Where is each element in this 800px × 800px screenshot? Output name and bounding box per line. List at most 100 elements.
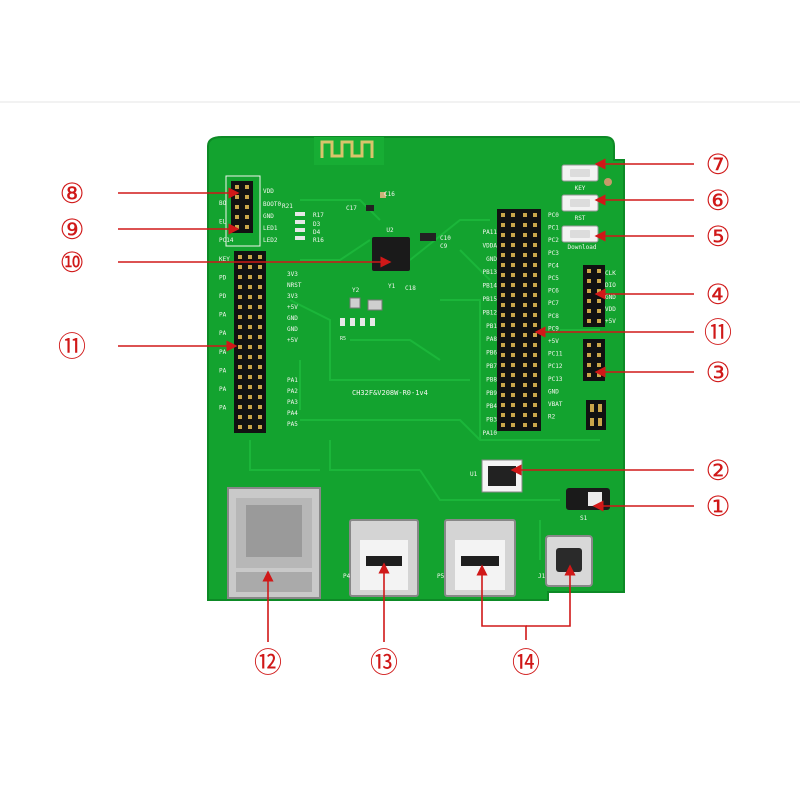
right-header-pin <box>511 233 515 237</box>
right-header-pin <box>501 383 505 387</box>
right-header-pin <box>511 383 515 387</box>
right-b-label: PC8 <box>548 313 559 320</box>
left-header-pin <box>248 385 252 389</box>
left-mid-label: +5V <box>287 337 298 344</box>
left-header-pin <box>258 295 262 299</box>
label-c10: C10 <box>440 235 451 242</box>
left-header-pin <box>258 395 262 399</box>
left-header-pin <box>258 365 262 369</box>
button-rst <box>561 194 599 212</box>
right-a-label: PB1 <box>486 323 497 330</box>
pcb-traces <box>249 199 600 560</box>
left-header-pin <box>238 375 242 379</box>
silk-s1: S1 <box>580 515 588 522</box>
right-a-label: PA10 <box>483 430 498 437</box>
right-b-label: PC7 <box>548 300 559 307</box>
right-a-label: PB4 <box>486 403 497 410</box>
right-header-pin <box>511 293 515 297</box>
right-header-pin <box>501 243 505 247</box>
left-edge-label: PA <box>219 330 227 337</box>
right-header-b-pin <box>523 253 527 257</box>
right-a-label: PA11 <box>483 229 498 236</box>
right-b-label: PC6 <box>548 288 559 295</box>
crystal-y1 <box>367 299 383 311</box>
right-header-pin <box>501 273 505 277</box>
right-header-b-pin <box>523 363 527 367</box>
swd-header-body <box>583 265 605 327</box>
line-14-b <box>526 564 576 627</box>
right-header-b-pin <box>533 273 537 277</box>
left-header-pin <box>258 425 262 429</box>
vbat-pin-a <box>590 404 594 412</box>
callout-13: ⑬ <box>370 646 398 679</box>
swd-header-pin <box>597 279 601 283</box>
left-header-pin <box>248 315 252 319</box>
right-header-b-pin <box>533 383 537 387</box>
callout-7: ⑦ <box>705 148 730 181</box>
left-header-pin <box>258 265 262 269</box>
right-b-label: PC2 <box>548 237 559 244</box>
right-header-b-pin <box>533 423 537 427</box>
left-header-pin <box>238 415 242 419</box>
left-mid-label: 3V3 <box>287 271 298 278</box>
power-select-header <box>583 339 605 381</box>
left-mid-label: GND <box>287 326 298 333</box>
swd-header-pin <box>597 299 601 303</box>
right-header-b-body <box>519 209 541 431</box>
left-header-pin <box>238 255 242 259</box>
right-a-label: PB13 <box>483 269 498 276</box>
right-header-pin <box>511 363 515 367</box>
silk-rst: RST <box>575 215 586 222</box>
label-c18: C18 <box>405 285 416 292</box>
left-header-pin <box>248 285 252 289</box>
jumper-outline <box>225 175 261 247</box>
right-a-label: VDDA <box>483 242 498 249</box>
left-header-pin <box>248 295 252 299</box>
left-header-pin <box>238 265 242 269</box>
mcu-chip <box>372 237 410 271</box>
right-header-pin <box>501 283 505 287</box>
right-header-b-pin <box>533 313 537 317</box>
right-header-pin <box>511 373 515 377</box>
callout-9: ⑨ <box>59 213 84 246</box>
right-header-pin <box>511 323 515 327</box>
left-header-pin <box>238 335 242 339</box>
callout-3: ③ <box>705 356 730 389</box>
right-header-pin <box>501 303 505 307</box>
right-b-label: PC5 <box>548 275 559 282</box>
right-header-pin <box>511 213 515 217</box>
right-header-b-pin <box>523 383 527 387</box>
silk-boot0: BOOT0 <box>263 201 281 208</box>
right-header-pin <box>511 403 515 407</box>
top-left-header-pin <box>245 225 249 229</box>
right-header-b-pin <box>533 403 537 407</box>
crystal-y2 <box>349 297 361 309</box>
left-header-pin <box>258 355 262 359</box>
right-header-b-pin <box>523 353 527 357</box>
right-header-labels: PA11VDDAGNDPB13PB14PB15PB12PB1PA8PB6PB7P… <box>483 212 563 437</box>
right-header-b-pin <box>523 343 527 347</box>
power-header-pin <box>587 373 591 377</box>
left-header-pin <box>258 335 262 339</box>
right-header-b-pin <box>533 323 537 327</box>
left-edge-label: EL <box>219 219 227 226</box>
right-header-b-pin <box>523 233 527 237</box>
swd-header-pin <box>587 289 591 293</box>
right-header-pin <box>511 243 515 247</box>
right-header-b-pin <box>523 323 527 327</box>
left-edge-label: PA <box>219 405 227 412</box>
board-title: CH32F&V208W-R0-1v4 <box>352 389 428 397</box>
callout-8: ⑧ <box>59 177 84 210</box>
left-header-pin <box>238 405 242 409</box>
right-header-b-pin <box>523 393 527 397</box>
left-header-pin <box>258 385 262 389</box>
left-pa-label: PA5 <box>287 421 298 428</box>
left-edge-label: PD <box>219 274 227 281</box>
swd-label: VDD <box>605 306 616 313</box>
swd-header-pin <box>597 319 601 323</box>
right-b-label: PC1 <box>548 225 559 232</box>
top-left-header-pin <box>245 205 249 209</box>
left-header-pin <box>258 315 262 319</box>
right-b-label: PC12 <box>548 363 563 370</box>
